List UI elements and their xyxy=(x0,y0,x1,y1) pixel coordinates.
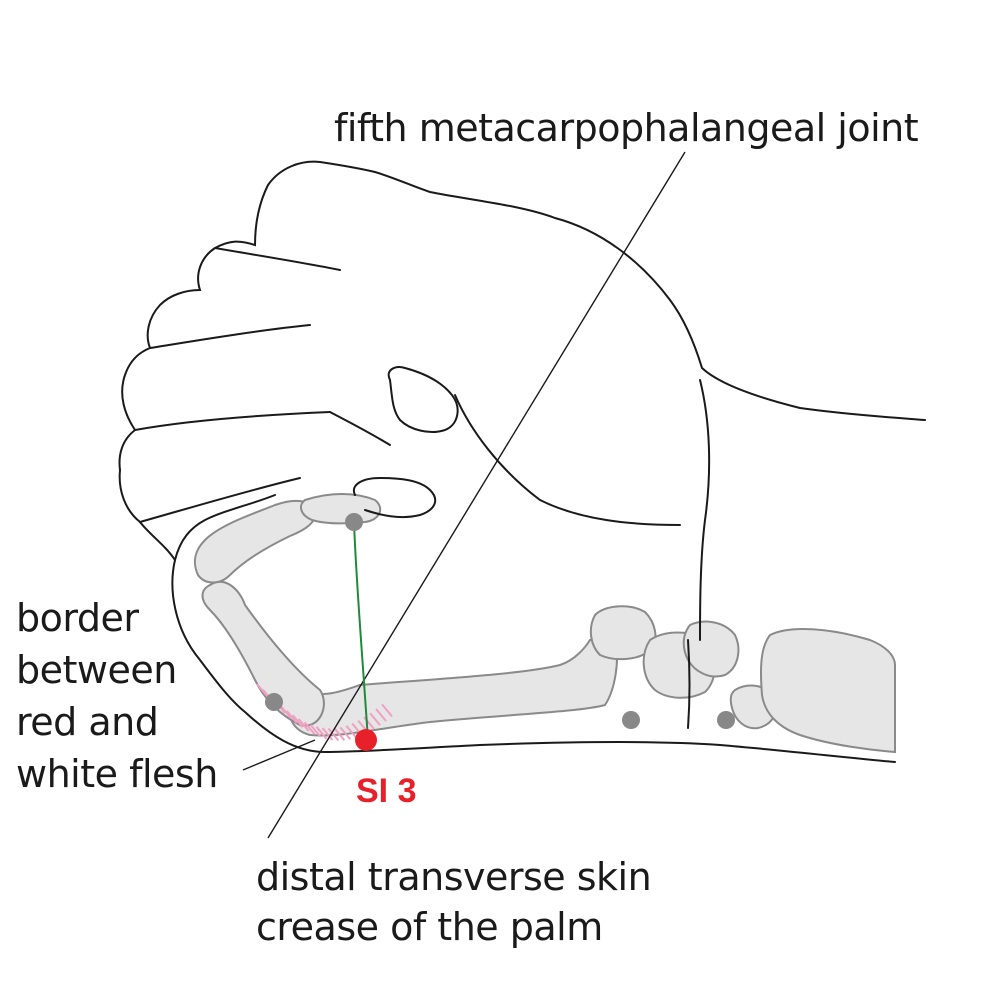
border-label-line-2: between xyxy=(16,648,177,692)
hatch-stroke xyxy=(315,726,328,740)
si3-point-label: SI 3 xyxy=(356,772,417,810)
hatch-stroke xyxy=(375,708,387,722)
hatch-stroke xyxy=(285,710,298,724)
landmark-dot-fingertip xyxy=(345,513,363,531)
middle-phalanx-bone xyxy=(193,499,317,584)
landmark-dot-joint xyxy=(265,693,283,711)
border-pointer-line xyxy=(242,739,316,771)
finger-line-2 xyxy=(329,411,391,446)
crease-label: distal transverse skin crease of the pal… xyxy=(256,852,652,952)
hatch-stroke xyxy=(369,712,381,726)
fingertip-outline xyxy=(387,366,459,433)
carpal-bone-pisiform xyxy=(682,620,740,678)
border-label-line-4: white flesh xyxy=(16,752,218,796)
fifth-metacarpal-bone xyxy=(289,639,618,737)
fist-outline xyxy=(118,160,926,471)
landmark-dot-carpal-2 xyxy=(717,711,735,729)
border-label: border between red and white flesh xyxy=(16,592,218,800)
hatch-stroke xyxy=(333,727,346,741)
hatch-stroke xyxy=(303,721,316,735)
border-label-line-3: red and xyxy=(16,700,159,744)
hand-outline xyxy=(118,160,926,763)
knuckle-line-3 xyxy=(139,477,301,523)
hatch-stroke xyxy=(345,725,358,739)
border-label-line-1: border xyxy=(16,596,139,640)
proximal-phalanx-bone xyxy=(201,580,325,727)
crease-label-line-1: distal transverse skin xyxy=(256,855,652,899)
knuckle-line-1 xyxy=(149,324,311,349)
wrist-crease xyxy=(699,379,711,641)
hatch-stroke xyxy=(321,727,334,741)
crease-label-line-2: crease of the palm xyxy=(256,905,603,949)
hand-back-contour xyxy=(454,394,681,526)
knuckle-line-2 xyxy=(134,411,331,431)
hatch-stroke xyxy=(297,718,310,732)
hatch-stroke xyxy=(327,727,340,742)
finger-line-1 xyxy=(214,247,341,271)
joint-label: fifth metacarpophalangeal joint xyxy=(334,106,919,150)
hatch-stroke xyxy=(381,703,393,718)
palm-lower-outline xyxy=(171,559,896,763)
thumb-outline xyxy=(352,476,437,519)
hatch-stroke xyxy=(309,724,322,738)
distal-phalanx-bone xyxy=(299,493,382,525)
hatch-stroke xyxy=(339,726,352,741)
vertical-guide-line xyxy=(353,521,369,741)
landmark-dot-carpal-1 xyxy=(622,711,640,729)
wrist-crease-2 xyxy=(687,639,691,729)
crease-pointer-line xyxy=(267,151,686,839)
ulna-bone xyxy=(760,628,896,754)
palm-crease-inner xyxy=(174,494,276,561)
hand-bones xyxy=(193,493,896,754)
hatch-stroke xyxy=(291,714,304,728)
si3-acupoint-marker xyxy=(355,729,377,751)
hatch-stroke xyxy=(280,705,292,719)
